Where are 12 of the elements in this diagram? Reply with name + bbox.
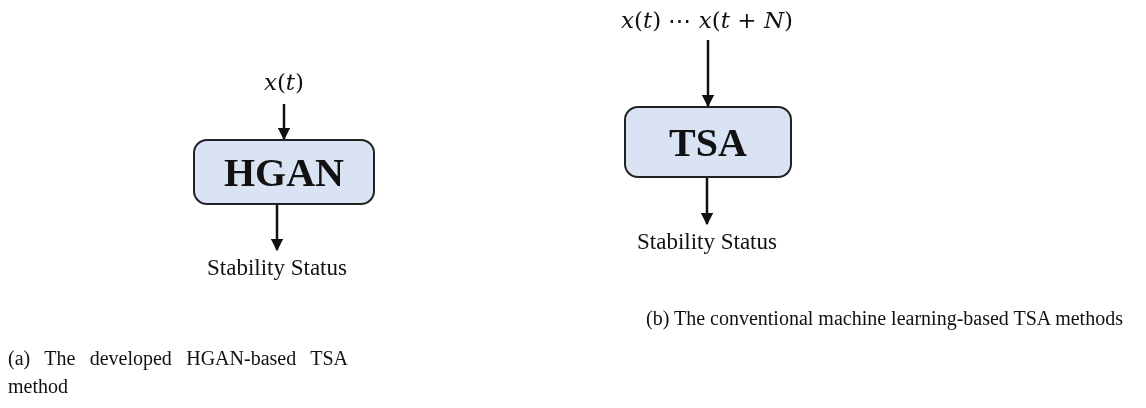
output-label: Stability Status <box>207 255 347 281</box>
arrow <box>277 104 291 141</box>
output-label: Stability Status <box>637 229 777 255</box>
process-box: HGAN <box>193 139 375 205</box>
arrow <box>270 205 284 252</box>
process-box: TSA <box>624 106 792 178</box>
input-signal-label: x(t) ⋯ x(t + N) <box>620 7 794 33</box>
caption: (b) The conventional machine learning-based TSA methods <box>646 306 1124 332</box>
caption: (a) The developed HGAN-based TSA method <box>8 346 348 399</box>
arrow <box>700 178 714 226</box>
arrow <box>701 40 715 108</box>
input-signal-label: x(t) <box>263 69 305 95</box>
